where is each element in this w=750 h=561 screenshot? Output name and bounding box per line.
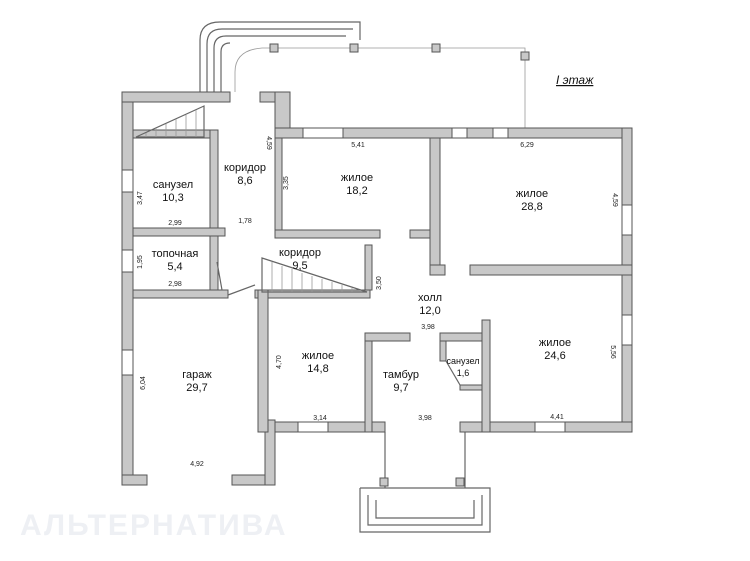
room-area: 5,4: [167, 261, 182, 273]
room-area: 14,8: [307, 363, 328, 375]
room-name: жилое: [539, 337, 571, 349]
dimension: 1,95: [137, 255, 144, 269]
room-area: 12,0: [419, 305, 440, 317]
dimension: 3,47: [137, 191, 144, 205]
room-name: топочная: [152, 248, 199, 260]
room-name: жилое: [516, 188, 548, 200]
room-name: санузел: [153, 179, 193, 191]
dimension: 4,70: [276, 355, 283, 369]
dimension: 6,04: [140, 376, 147, 390]
dimension-labels: 4,59 5,41 6,29 3,35 4,59 3,47 2,99 1,78 …: [137, 136, 618, 468]
room-area: 28,8: [521, 201, 542, 213]
dimension: 5,56: [609, 345, 616, 359]
room-area: 9,5: [292, 260, 307, 272]
room-name: коридор: [279, 247, 321, 259]
dimension: 2,98: [168, 281, 182, 288]
porch: [359, 432, 491, 533]
room-area: 24,6: [544, 350, 565, 362]
stairs: [135, 105, 461, 386]
room-name: жилое: [302, 350, 334, 362]
room-area: 29,7: [186, 382, 207, 394]
room-name: санузел: [447, 356, 480, 366]
dimension: 4,41: [550, 414, 564, 421]
dimension: 3,14: [313, 415, 327, 422]
room-area: 18,2: [346, 185, 367, 197]
dimension: 3,98: [418, 415, 432, 422]
dimension: 3,98: [421, 324, 435, 331]
terrace: [199, 21, 530, 128]
room-area: 8,6: [237, 175, 252, 187]
dimension: 2,99: [168, 220, 182, 227]
dimension: 6,29: [520, 142, 534, 149]
windows: [121, 127, 633, 433]
watermark: АЛЬТЕРНАТИВА: [20, 509, 288, 542]
room-area: 9,7: [393, 382, 408, 394]
dimension: 3,50: [376, 276, 383, 290]
room-name: коридор: [224, 162, 266, 174]
floor-title: I этаж: [556, 73, 594, 87]
dimension: 3,35: [283, 176, 290, 190]
dimension: 4,59: [265, 136, 272, 150]
dimension: 5,41: [351, 142, 365, 149]
dimension: 4,92: [190, 461, 204, 468]
room-labels: санузел 10,3 коридор 8,6 жилое 18,2 жило…: [152, 162, 572, 394]
room-name: холл: [418, 292, 442, 304]
room-name: тамбур: [383, 369, 419, 381]
room-area: 10,3: [162, 192, 183, 204]
room-name: жилое: [341, 172, 373, 184]
room-name: гараж: [182, 369, 212, 381]
room-area: 1,6: [457, 368, 470, 378]
dimension: 4,59: [611, 193, 618, 207]
dimension: 1,78: [238, 218, 252, 225]
